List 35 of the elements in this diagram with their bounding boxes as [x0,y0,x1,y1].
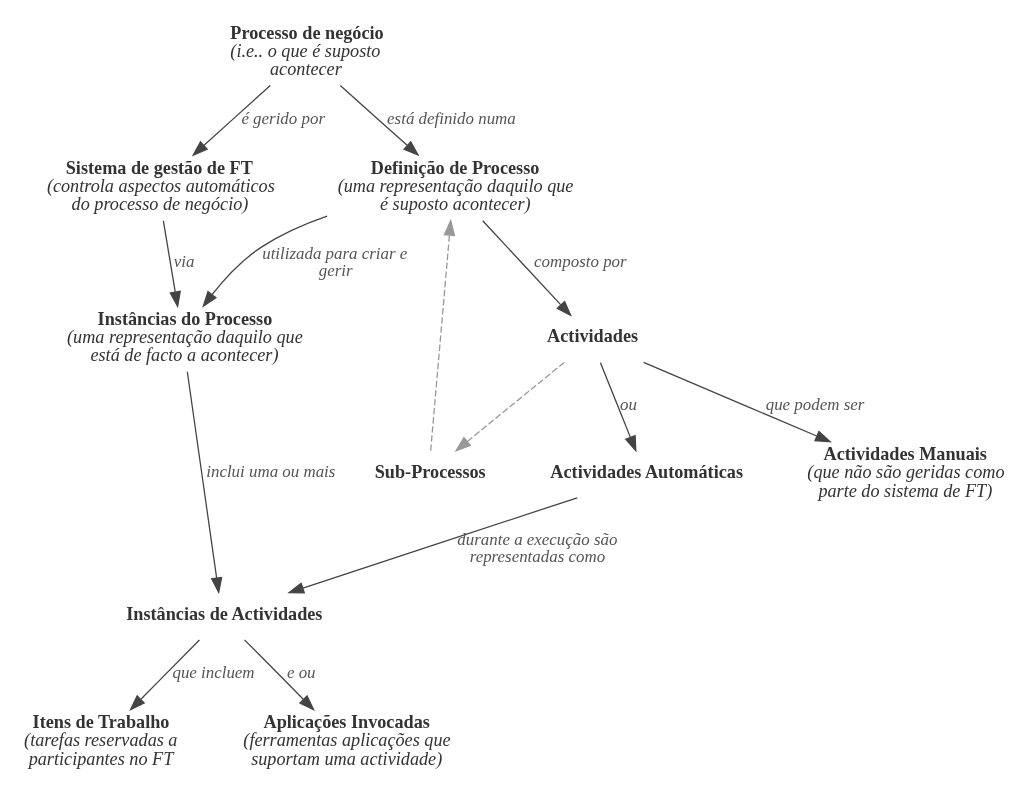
node-text: Actividades [547,325,639,346]
edge-label: composto por [534,251,627,271]
edge-label: ou [619,394,637,414]
arrow [430,218,456,451]
edge-label: que podem ser [765,394,865,414]
node-text: Sistema de gestão de FT (controla aspectos automáticos do processo de negócio) [46,157,275,214]
arrow [454,361,565,452]
edge-label: inclui uma ou mais [206,461,336,481]
node-text: Actividades Manuais (que não são geridas como parte do sistema de FT) [807,443,1005,501]
node-text: Instâncias de Actividades [126,603,323,624]
node-text: Definição de Processo (uma representação daquilo que é suposto acontecer) [337,157,574,214]
edge-label: utilizada para criar e gerir [262,243,408,280]
arrow [186,370,223,594]
node-text: Itens de Trabalho (tarefas reservadas a participantes no FT [24,711,178,769]
arrow [129,638,201,711]
edge-label: via [173,251,195,271]
edge-label: que incluem [172,662,255,682]
arrow [642,361,832,442]
node-text: Aplicações Invocadas (ferramentas aplicações que suportam uma actividade) [243,711,451,769]
arrow [191,84,271,156]
edge-label: está definido numa [387,108,516,128]
node-text: Instâncias do Processo (uma representação daquilo que está de facto a acontecer) [67,308,303,365]
arrow [162,219,181,308]
arrow [482,219,572,317]
node-text: Actividades Automáticas [550,461,744,482]
node-text: Processo de negócio (i.e.. o que é suposto acontecer [230,22,384,79]
arrow [339,84,420,156]
edge-label: é gerido por [241,108,325,128]
arrow [287,496,578,594]
arrow [599,361,637,453]
edge-label: durante a execução são representadas como [457,529,618,566]
node-text: Sub-Processos [374,461,486,482]
arrow [243,638,315,711]
arrow [202,214,328,308]
edge-label: e ou [286,662,316,682]
